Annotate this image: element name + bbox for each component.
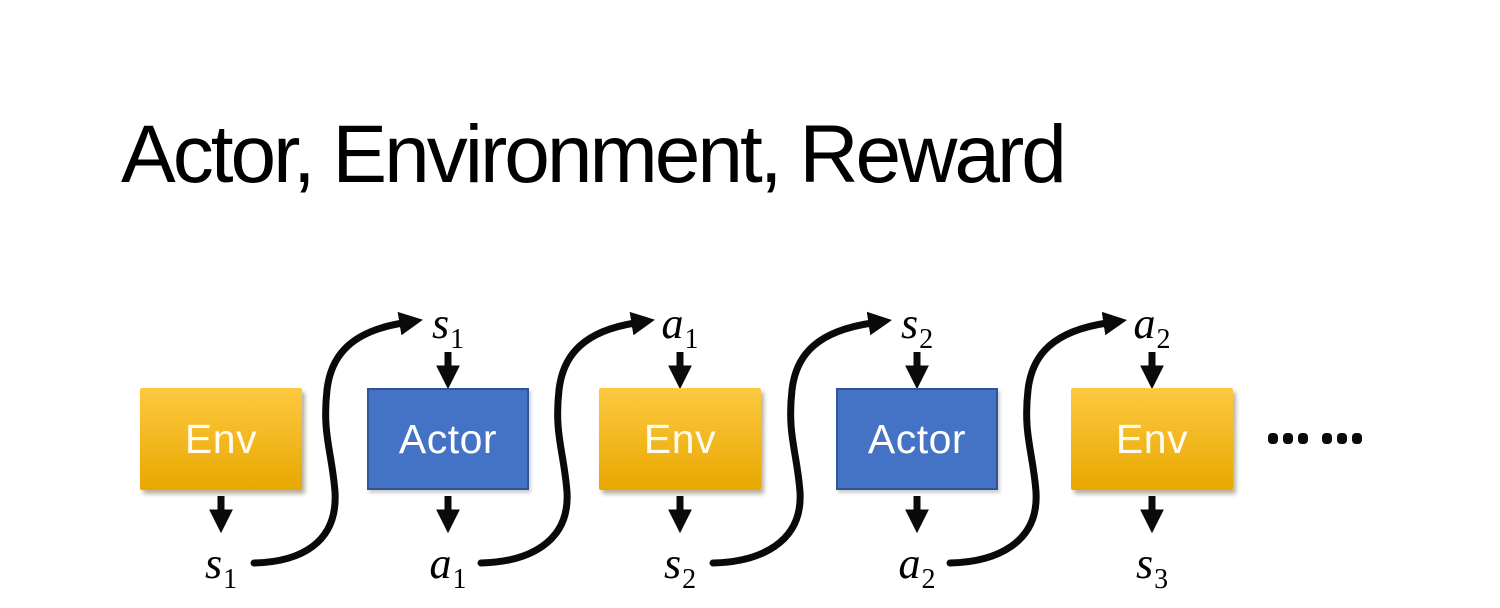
state-subscript: 2 bbox=[1156, 324, 1171, 355]
state-label-bottom: a1 bbox=[367, 539, 529, 594]
state-subscript: 2 bbox=[682, 564, 697, 595]
state-symbol: a bbox=[661, 299, 684, 348]
state-subscript: 2 bbox=[919, 324, 934, 355]
box-label: Env bbox=[1115, 415, 1189, 462]
state-subscript: 2 bbox=[921, 564, 936, 595]
state-symbol: s bbox=[663, 539, 682, 588]
dot bbox=[1268, 433, 1278, 444]
state-subscript: 1 bbox=[452, 564, 467, 595]
state-label-top: s1 bbox=[367, 299, 529, 354]
box-label: Env bbox=[184, 415, 258, 462]
diagram-node-env-1: Env s1 bbox=[140, 298, 302, 608]
dot bbox=[1283, 433, 1293, 444]
state-symbol: a bbox=[898, 539, 921, 588]
state-subscript: 1 bbox=[223, 564, 238, 595]
actor-box: Actor bbox=[836, 388, 998, 490]
state-label-top: s2 bbox=[836, 299, 998, 354]
state-subscript: 3 bbox=[1154, 564, 1169, 595]
state-subscript: 1 bbox=[684, 324, 699, 355]
diagram-node-env-3: a2 Env s3 bbox=[1071, 298, 1233, 608]
state-label-bottom: s2 bbox=[599, 539, 761, 594]
state-label-top: a1 bbox=[599, 299, 761, 354]
state-symbol: a bbox=[429, 539, 452, 588]
box-label: Actor bbox=[398, 415, 498, 462]
dot bbox=[1322, 433, 1332, 444]
state-label-top: a2 bbox=[1071, 299, 1233, 354]
diagram-node-actor-1: s1 Actor a1 bbox=[367, 298, 529, 608]
env-box: Env bbox=[599, 388, 761, 490]
env-box: Env bbox=[140, 388, 302, 490]
box-label: Actor bbox=[867, 415, 967, 462]
dot bbox=[1298, 433, 1308, 444]
state-symbol: s bbox=[431, 299, 450, 348]
diagram-node-env-2: a1 Env s2 bbox=[599, 298, 761, 608]
state-subscript: 1 bbox=[450, 324, 465, 355]
dot bbox=[1352, 433, 1362, 444]
dot bbox=[1337, 433, 1347, 444]
page-title: Actor, Environment, Reward bbox=[121, 109, 1067, 200]
ellipsis bbox=[1268, 433, 1362, 444]
state-symbol: s bbox=[1135, 539, 1154, 588]
state-label-bottom: s1 bbox=[140, 539, 302, 594]
state-symbol: a bbox=[1133, 299, 1156, 348]
env-box: Env bbox=[1071, 388, 1233, 490]
state-symbol: s bbox=[204, 539, 223, 588]
box-label: Env bbox=[643, 415, 717, 462]
state-label-bottom: s3 bbox=[1071, 539, 1233, 594]
state-symbol: s bbox=[900, 299, 919, 348]
state-label-bottom: a2 bbox=[836, 539, 998, 594]
diagram-node-actor-2: s2 Actor a2 bbox=[836, 298, 998, 608]
actor-box: Actor bbox=[367, 388, 529, 490]
